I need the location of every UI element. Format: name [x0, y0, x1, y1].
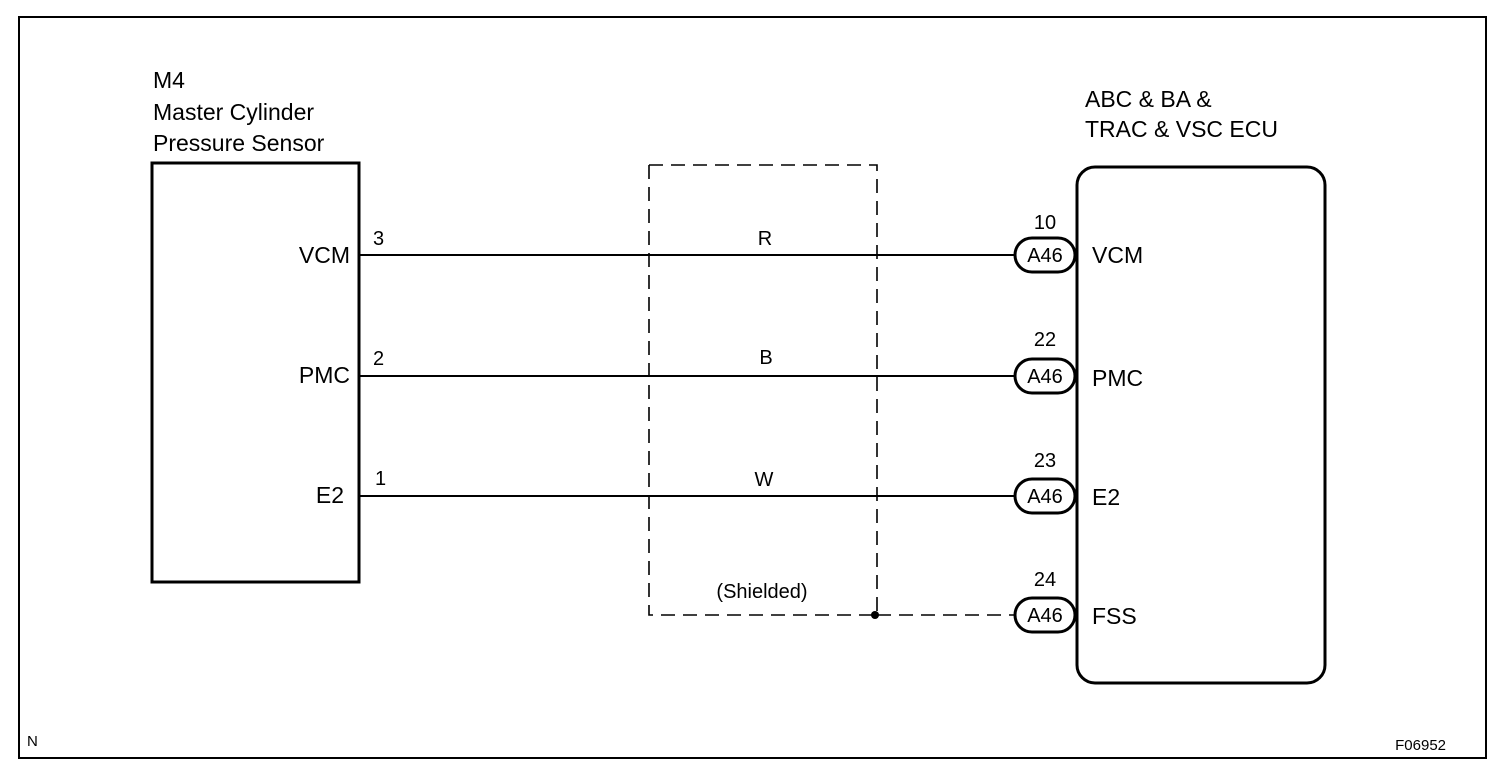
connector-label: A46	[1027, 605, 1063, 627]
ecu-terminal-label: PMC	[1092, 365, 1143, 391]
sensor-name-line2: Pressure Sensor	[153, 130, 325, 156]
connector-oval	[1013, 596, 1077, 634]
wire-pmc: PMC 2 B 22 A46 PMC	[299, 329, 1143, 395]
sensor-terminal-label: VCM	[299, 242, 350, 268]
ecu-terminal-label: FSS	[1092, 603, 1137, 629]
diagram-frame	[18, 16, 1487, 759]
sensor-pin-number: 2	[373, 348, 384, 370]
shield-label: (Shielded)	[716, 581, 807, 603]
ecu-name-line2: TRAC & VSC ECU	[1085, 116, 1278, 142]
ecu-pin-number: 10	[1034, 212, 1056, 234]
wire-color-code: R	[758, 228, 772, 250]
connector-oval	[1013, 477, 1077, 515]
ecu-pin-number: 22	[1034, 329, 1056, 351]
sensor-terminal-label: PMC	[299, 362, 350, 388]
connector-oval	[1013, 236, 1077, 274]
figure-id: F06952	[1395, 737, 1446, 754]
connector-label: A46	[1027, 245, 1063, 267]
ecu-pin-number: 23	[1034, 450, 1056, 472]
connector-label: A46	[1027, 366, 1063, 388]
shield-outline	[648, 164, 878, 616]
sensor-pin-number: 1	[375, 468, 386, 490]
sensor-name-line1: Master Cylinder	[153, 99, 314, 125]
connector-oval	[1013, 357, 1077, 395]
ecu-terminal-label: VCM	[1092, 242, 1143, 268]
ecu-box	[1075, 165, 1327, 685]
sensor-box	[150, 161, 361, 584]
wire-vcm: VCM 3 R 10 A46 VCM	[299, 212, 1143, 274]
wire-color-code: B	[759, 347, 772, 369]
ecu-terminal-label: E2	[1092, 484, 1120, 510]
sensor-code: M4	[153, 67, 185, 93]
ecu-pin-number: 24	[1034, 569, 1056, 591]
ecu-name-line1: ABC & BA &	[1085, 86, 1212, 112]
sensor-terminal-label: E2	[316, 482, 344, 508]
wire-color-code: W	[755, 469, 774, 491]
connector-label: A46	[1027, 486, 1063, 508]
shield-ground-fss: 24 A46 FSS	[1013, 569, 1137, 634]
sensor-pin-number: 3	[373, 228, 384, 250]
corner-mark: N	[27, 733, 38, 750]
shield-junction-dot	[871, 611, 879, 619]
wire-e2: E2 1 W 23 A46 E2	[316, 450, 1120, 515]
